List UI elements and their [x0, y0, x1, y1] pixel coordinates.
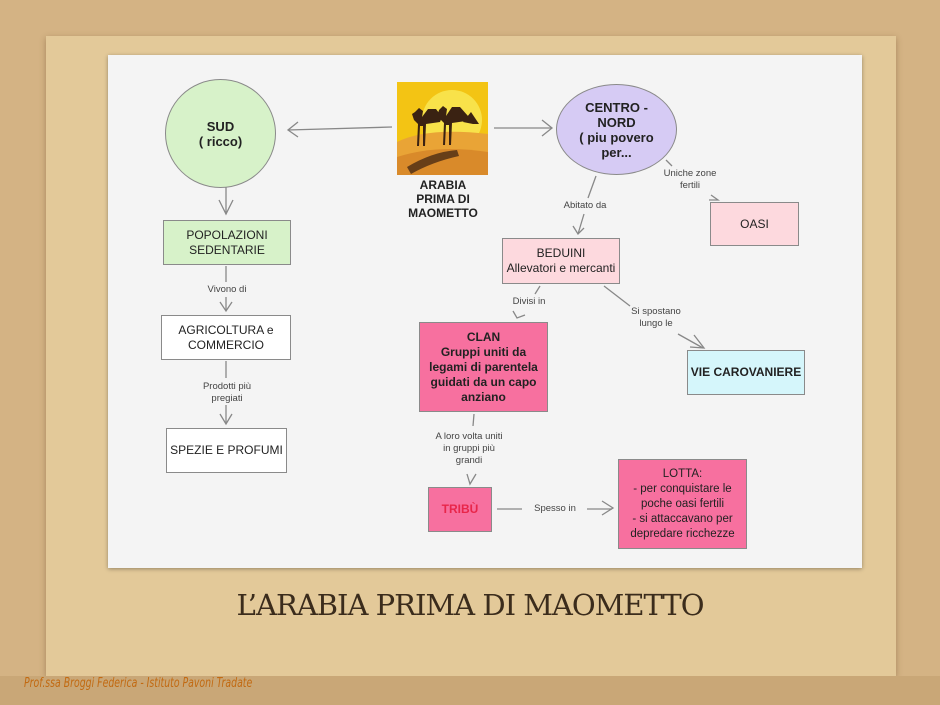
node-popolazioni-sedentarie[interactable]: POPOLAZIONI SEDENTARIE — [163, 220, 291, 265]
arrow-center-to-centro — [494, 119, 554, 137]
bottom-strip — [0, 676, 940, 705]
node-vie-carovaniere[interactable]: VIE CAROVANIERE — [687, 350, 805, 395]
node-sud[interactable]: SUD ( ricco) — [165, 79, 276, 188]
link-label-vivono: Vivono di — [207, 284, 247, 295]
link-label-abitato: Abitato da — [563, 200, 607, 211]
link-label-loro: A loro volta uniti in gruppi più grandi — [435, 431, 503, 466]
link-label-spesso: Spesso in — [534, 503, 576, 514]
link-label-uniche: Uniche zone fertili — [663, 168, 717, 191]
node-spezie-profumi[interactable]: SPEZIE E PROFUMI — [166, 428, 287, 473]
arrow-beduini-to-vie — [603, 285, 706, 349]
node-tribu[interactable]: TRIBÙ — [428, 487, 492, 532]
slide-title: L’ARABIA PRIMA DI MAOMETTO — [236, 588, 704, 622]
node-beduini[interactable]: BEDUINI Allevatori e mercanti — [502, 238, 620, 284]
arrow-centro-to-beduini — [572, 175, 597, 236]
arrow-clan-to-tribu — [466, 413, 477, 486]
link-label-spostano: Si spostano lungo le — [631, 306, 681, 329]
arrow-agricoltura-to-spezie — [219, 361, 233, 426]
arrow-popolazioni-to-agricoltura — [219, 266, 233, 313]
arrow-tribu-to-lotta — [497, 500, 615, 516]
beduini-title: BEDUINI — [536, 246, 586, 260]
author-credit: Prof.ssa Broggi Federica - Istituto Pavo… — [24, 676, 253, 691]
arrow-center-to-sud — [286, 121, 393, 138]
node-agricoltura-commercio[interactable]: AGRICOLTURA e COMMERCIO — [161, 315, 291, 360]
link-label-prodotti: Prodotti più pregiati — [202, 381, 252, 404]
arrow-beduini-to-clan — [512, 285, 541, 319]
arrow-centro-to-oasi — [665, 159, 721, 201]
node-centro-nord[interactable]: CENTRO - NORD ( piu povero per... — [556, 84, 677, 175]
camels-desert-image — [397, 82, 488, 175]
node-lotta[interactable]: LOTTA: - per conquistare le poche oasi f… — [618, 459, 747, 549]
link-label-divisi: Divisi in — [512, 296, 546, 307]
node-oasi[interactable]: OASI — [710, 202, 799, 246]
center-topic-label: ARABIA PRIMA DI MAOMETTO — [408, 178, 478, 220]
node-clan[interactable]: CLAN Gruppi uniti da legami di parentela… — [419, 322, 548, 412]
beduini-subtitle: Allevatori e mercanti — [506, 261, 616, 275]
